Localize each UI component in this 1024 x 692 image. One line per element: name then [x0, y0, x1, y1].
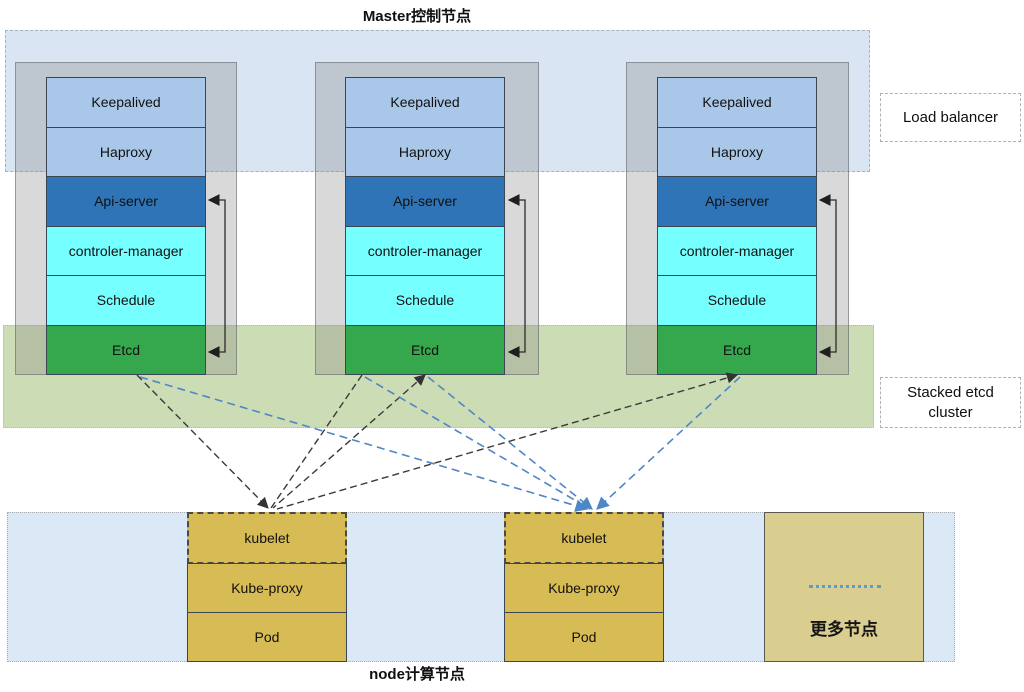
pod-box: Pod — [187, 612, 347, 662]
schedule-box: Schedule — [46, 275, 206, 326]
schedule-box: Schedule — [345, 275, 505, 326]
haproxy-box: Haproxy — [657, 126, 817, 177]
api-server-box: Api-server — [345, 176, 505, 227]
worker-node-1: kubelet Kube-proxy Pod — [187, 512, 347, 662]
master-node-3: Keepalived Haproxy Api-server controler-… — [657, 77, 817, 375]
master-node-1: Keepalived Haproxy Api-server controler-… — [46, 77, 206, 375]
load-balancer-label: Load balancer — [880, 93, 1021, 142]
node-band-title: node计算节点 — [369, 666, 465, 683]
more-nodes-box: 更多节点 — [764, 512, 924, 662]
controller-manager-box: controler-manager — [345, 225, 505, 276]
kubelet-box: kubelet — [187, 512, 347, 564]
controller-manager-box: controler-manager — [657, 225, 817, 276]
api-server-box: Api-server — [657, 176, 817, 227]
pod-box: Pod — [504, 612, 664, 662]
etcd-box: Etcd — [657, 324, 817, 375]
schedule-box: Schedule — [657, 275, 817, 326]
master-node-2: Keepalived Haproxy Api-server controler-… — [345, 77, 505, 375]
keepalived-box: Keepalived — [345, 77, 505, 128]
stacked-etcd-label: Stacked etcd cluster — [880, 377, 1021, 428]
stacked-etcd-label-line1: Stacked etcd — [907, 384, 994, 401]
etcd-box: Etcd — [345, 324, 505, 375]
load-balancer-label-text: Load balancer — [902, 108, 999, 126]
worker-node-2: kubelet Kube-proxy Pod — [504, 512, 664, 662]
more-nodes-label: 更多节点 — [810, 620, 878, 639]
master-band-title: Master控制节点 — [362, 8, 472, 25]
keepalived-box: Keepalived — [657, 77, 817, 128]
kube-proxy-box: Kube-proxy — [187, 563, 347, 613]
etcd-box: Etcd — [46, 324, 206, 375]
api-server-box: Api-server — [46, 176, 206, 227]
controller-manager-box: controler-manager — [46, 225, 206, 276]
haproxy-box: Haproxy — [46, 126, 206, 177]
kube-proxy-box: Kube-proxy — [504, 563, 664, 613]
haproxy-box: Haproxy — [345, 126, 505, 177]
stacked-etcd-label-line2: cluster — [928, 403, 973, 421]
ellipsis-dots-line — [809, 585, 881, 588]
kubelet-box: kubelet — [504, 512, 664, 564]
keepalived-box: Keepalived — [46, 77, 206, 128]
